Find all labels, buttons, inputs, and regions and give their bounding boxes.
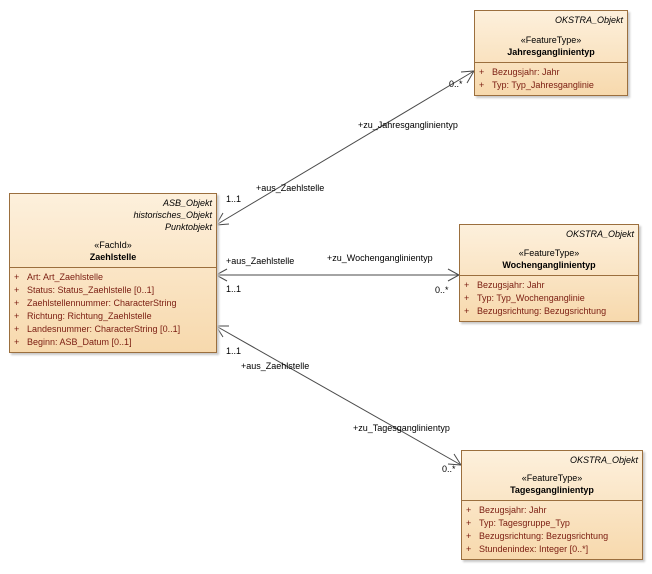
class-jahresganglinientyp[interactable]: OKSTRA_Objekt «FeatureType» Jahresgangli… (474, 10, 628, 96)
attribute-row[interactable]: +Status: Status_Zaehlstelle [0..1] (14, 285, 155, 295)
association-tagesganglinientyp-line[interactable] (215, 325, 462, 466)
class-header: OKSTRA_Objekt «FeatureType» Jahresgangli… (475, 11, 627, 63)
class-tagesganglinientyp[interactable]: OKSTRA_Objekt «FeatureType» Tagesganglin… (461, 450, 643, 560)
role-zu-tagesganglinientyp: +zu_Tagesganglinientyp (353, 423, 450, 433)
mult-wochenganglinientyp: 0..* (435, 285, 449, 295)
class-zaehlstelle[interactable]: ASB_Objekt historisches_Objekt Punktobje… (9, 193, 217, 353)
class-name: Wochenganglinientyp (502, 260, 596, 270)
role-zu-jahresganglinientyp: +zu_Jahresganglinientyp (358, 120, 458, 130)
role-zu-wochenganglinientyp: +zu_Wochenganglinientyp (327, 253, 433, 263)
attribute-row[interactable]: +Stundenindex: Integer [0..*] (466, 544, 589, 554)
parent-class: OKSTRA_Objekt (569, 455, 638, 465)
attribute-list: +Art: Art_Zaehlstelle +Status: Status_Za… (10, 268, 216, 352)
class-name: Tagesganglinientyp (510, 485, 594, 495)
class-stereotype: «FeatureType» (520, 35, 582, 45)
mult-jahresganglinientyp: 0..* (449, 79, 463, 89)
attribute-row[interactable]: +Zaehlstellennummer: CharacterString (14, 298, 177, 308)
association-jahresganglinientyp-line[interactable] (215, 70, 475, 226)
attribute-row[interactable]: +Bezugsjahr: Jahr (466, 505, 547, 515)
class-stereotype: «FeatureType» (521, 473, 583, 483)
attribute-row[interactable]: +Typ: Typ_Wochenganglinie (464, 293, 585, 303)
attribute-row[interactable]: +Bezugsrichtung: Bezugsrichtung (466, 531, 609, 541)
attribute-row[interactable]: +Bezugsjahr: Jahr (464, 280, 545, 290)
arrowhead-zaehlstelle-jahr (215, 212, 230, 226)
role-aus-zaehlstelle-jahr: +aus_Zaehlstelle (256, 183, 324, 193)
role-aus-zaehlstelle-tag: +aus_Zaehlstelle (241, 361, 309, 371)
arrowhead-jahresganglinientyp (460, 70, 475, 84)
attribute-row[interactable]: +Beginn: ASB_Datum [0..1] (14, 337, 132, 347)
parent-class: OKSTRA_Objekt (565, 229, 634, 239)
class-wochenganglinientyp[interactable]: OKSTRA_Objekt «FeatureType» Wochengangli… (459, 224, 639, 322)
role-aus-zaehlstelle-woche: +aus_Zaehlstelle (226, 256, 294, 266)
attribute-row[interactable]: +Typ: Typ_Jahresganglinie (479, 80, 594, 90)
mult-zaehlstelle-tag: 1..1 (226, 346, 241, 356)
parent-class: ASB_Objekt (162, 198, 212, 208)
attribute-row[interactable]: +Bezugsrichtung: Bezugsrichtung (464, 306, 607, 316)
class-stereotype: «FachId» (94, 240, 132, 250)
attribute-list: +Bezugsjahr: Jahr +Typ: Typ_Wochengangli… (460, 276, 638, 321)
class-stereotype: «FeatureType» (518, 248, 580, 258)
attribute-list: +Bezugsjahr: Jahr +Typ: Tagesgruppe_Typ … (462, 501, 642, 559)
class-header: ASB_Objekt historisches_Objekt Punktobje… (10, 194, 216, 268)
class-name: Zaehlstelle (89, 252, 137, 262)
attribute-row[interactable]: +Landesnummer: CharacterString [0..1] (14, 324, 181, 334)
class-header: OKSTRA_Objekt «FeatureType» Wochengangli… (460, 225, 638, 276)
mult-zaehlstelle-woche: 1..1 (226, 284, 241, 294)
parent-class: Punktobjekt (164, 222, 212, 232)
parent-class: OKSTRA_Objekt (554, 15, 623, 25)
attribute-row[interactable]: +Typ: Tagesgruppe_Typ (466, 518, 570, 528)
attribute-list: +Bezugsjahr: Jahr +Typ: Typ_Jahresgangli… (475, 63, 627, 95)
class-name: Jahresganglinientyp (507, 47, 595, 57)
attribute-row[interactable]: +Richtung: Richtung_Zaehlstelle (14, 311, 152, 321)
class-header: OKSTRA_Objekt «FeatureType» Tagesganglin… (462, 451, 642, 501)
attribute-row[interactable]: +Art: Art_Zaehlstelle (14, 272, 104, 282)
mult-tagesganglinientyp: 0..* (442, 464, 456, 474)
parent-class: historisches_Objekt (133, 210, 212, 220)
attribute-row[interactable]: +Bezugsjahr: Jahr (479, 67, 560, 77)
mult-zaehlstelle-jahr: 1..1 (226, 194, 241, 204)
